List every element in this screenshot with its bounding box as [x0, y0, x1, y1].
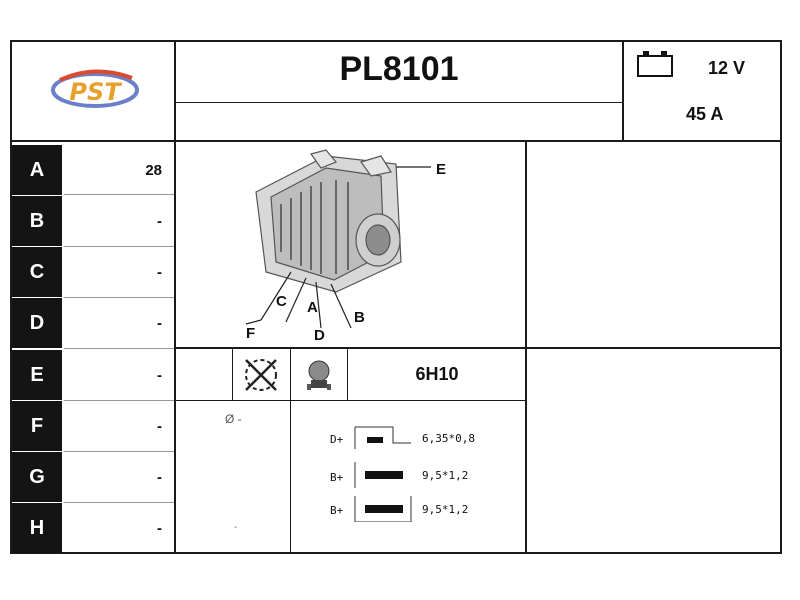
terminal-spec: 9,5*1,2	[422, 469, 469, 482]
row-value: -	[157, 468, 162, 486]
row-sep	[64, 348, 174, 349]
callout-c: C	[276, 293, 287, 310]
row-label: F	[12, 401, 62, 451]
row-value: -	[157, 366, 162, 384]
battery-icon	[636, 48, 676, 78]
callout-e: E	[436, 161, 446, 178]
svg-text:PST: PST	[69, 78, 122, 106]
row-label: A	[12, 145, 62, 195]
callout-b: B	[354, 309, 365, 326]
icon-divider-1	[232, 347, 233, 401]
terminal-spec: 6,35*0,8	[422, 432, 475, 445]
terminal-spec: 9,5*1,2	[422, 503, 469, 516]
frame-top	[10, 40, 782, 42]
row-sep	[64, 451, 174, 452]
row-sep	[64, 400, 174, 401]
icon-divider-2	[290, 347, 291, 554]
row-e-top	[174, 347, 780, 349]
row-value: -	[157, 519, 162, 537]
row-sep	[64, 246, 174, 247]
amperage: 45 A	[686, 104, 724, 124]
terminal-connector-icon	[353, 496, 413, 523]
frame-right	[780, 40, 782, 554]
callout-d: D	[314, 327, 325, 344]
row-sep	[64, 297, 174, 298]
terminal-connector-icon	[353, 425, 413, 451]
row-value: 28	[145, 161, 162, 179]
row-label: D	[12, 298, 62, 348]
row-value: -	[157, 263, 162, 281]
terminal-name: B+	[330, 504, 344, 517]
icon-divider-3	[347, 347, 348, 401]
regulator-icon	[299, 354, 339, 394]
voltage: 12 V	[708, 58, 746, 78]
pulley-dash: -	[234, 522, 238, 533]
alternator-illustration: E C A F D B	[176, 142, 524, 347]
frame-bottom	[10, 552, 782, 554]
frame-left	[10, 40, 12, 554]
terminal-name: D+	[330, 433, 344, 446]
part-number: PL8101	[339, 50, 459, 88]
header-mid-divider	[174, 102, 622, 103]
regulator-code: 6H10	[415, 364, 459, 384]
terminal-connector-icon	[353, 462, 413, 488]
spec-divider	[622, 40, 624, 142]
callout-a: A	[307, 299, 318, 316]
row-value: -	[157, 417, 162, 435]
row-sep	[64, 502, 174, 503]
row-f-top	[174, 400, 526, 401]
row-label: C	[12, 247, 62, 297]
pulley-cross-icon	[240, 354, 282, 396]
header-divider	[10, 140, 782, 142]
row-label: G	[12, 452, 62, 502]
row-value: -	[157, 212, 162, 230]
pulley-diameter: Ø -	[225, 412, 242, 426]
row-sep	[64, 194, 174, 195]
brand-logo: PST	[40, 62, 150, 118]
terminal-name: B+	[330, 471, 344, 484]
row-label: B	[12, 196, 62, 246]
logo-divider	[174, 40, 176, 554]
row-label: E	[12, 350, 62, 400]
callout-f: F	[246, 325, 255, 342]
row-value: -	[157, 314, 162, 332]
row-label: H	[12, 503, 62, 553]
